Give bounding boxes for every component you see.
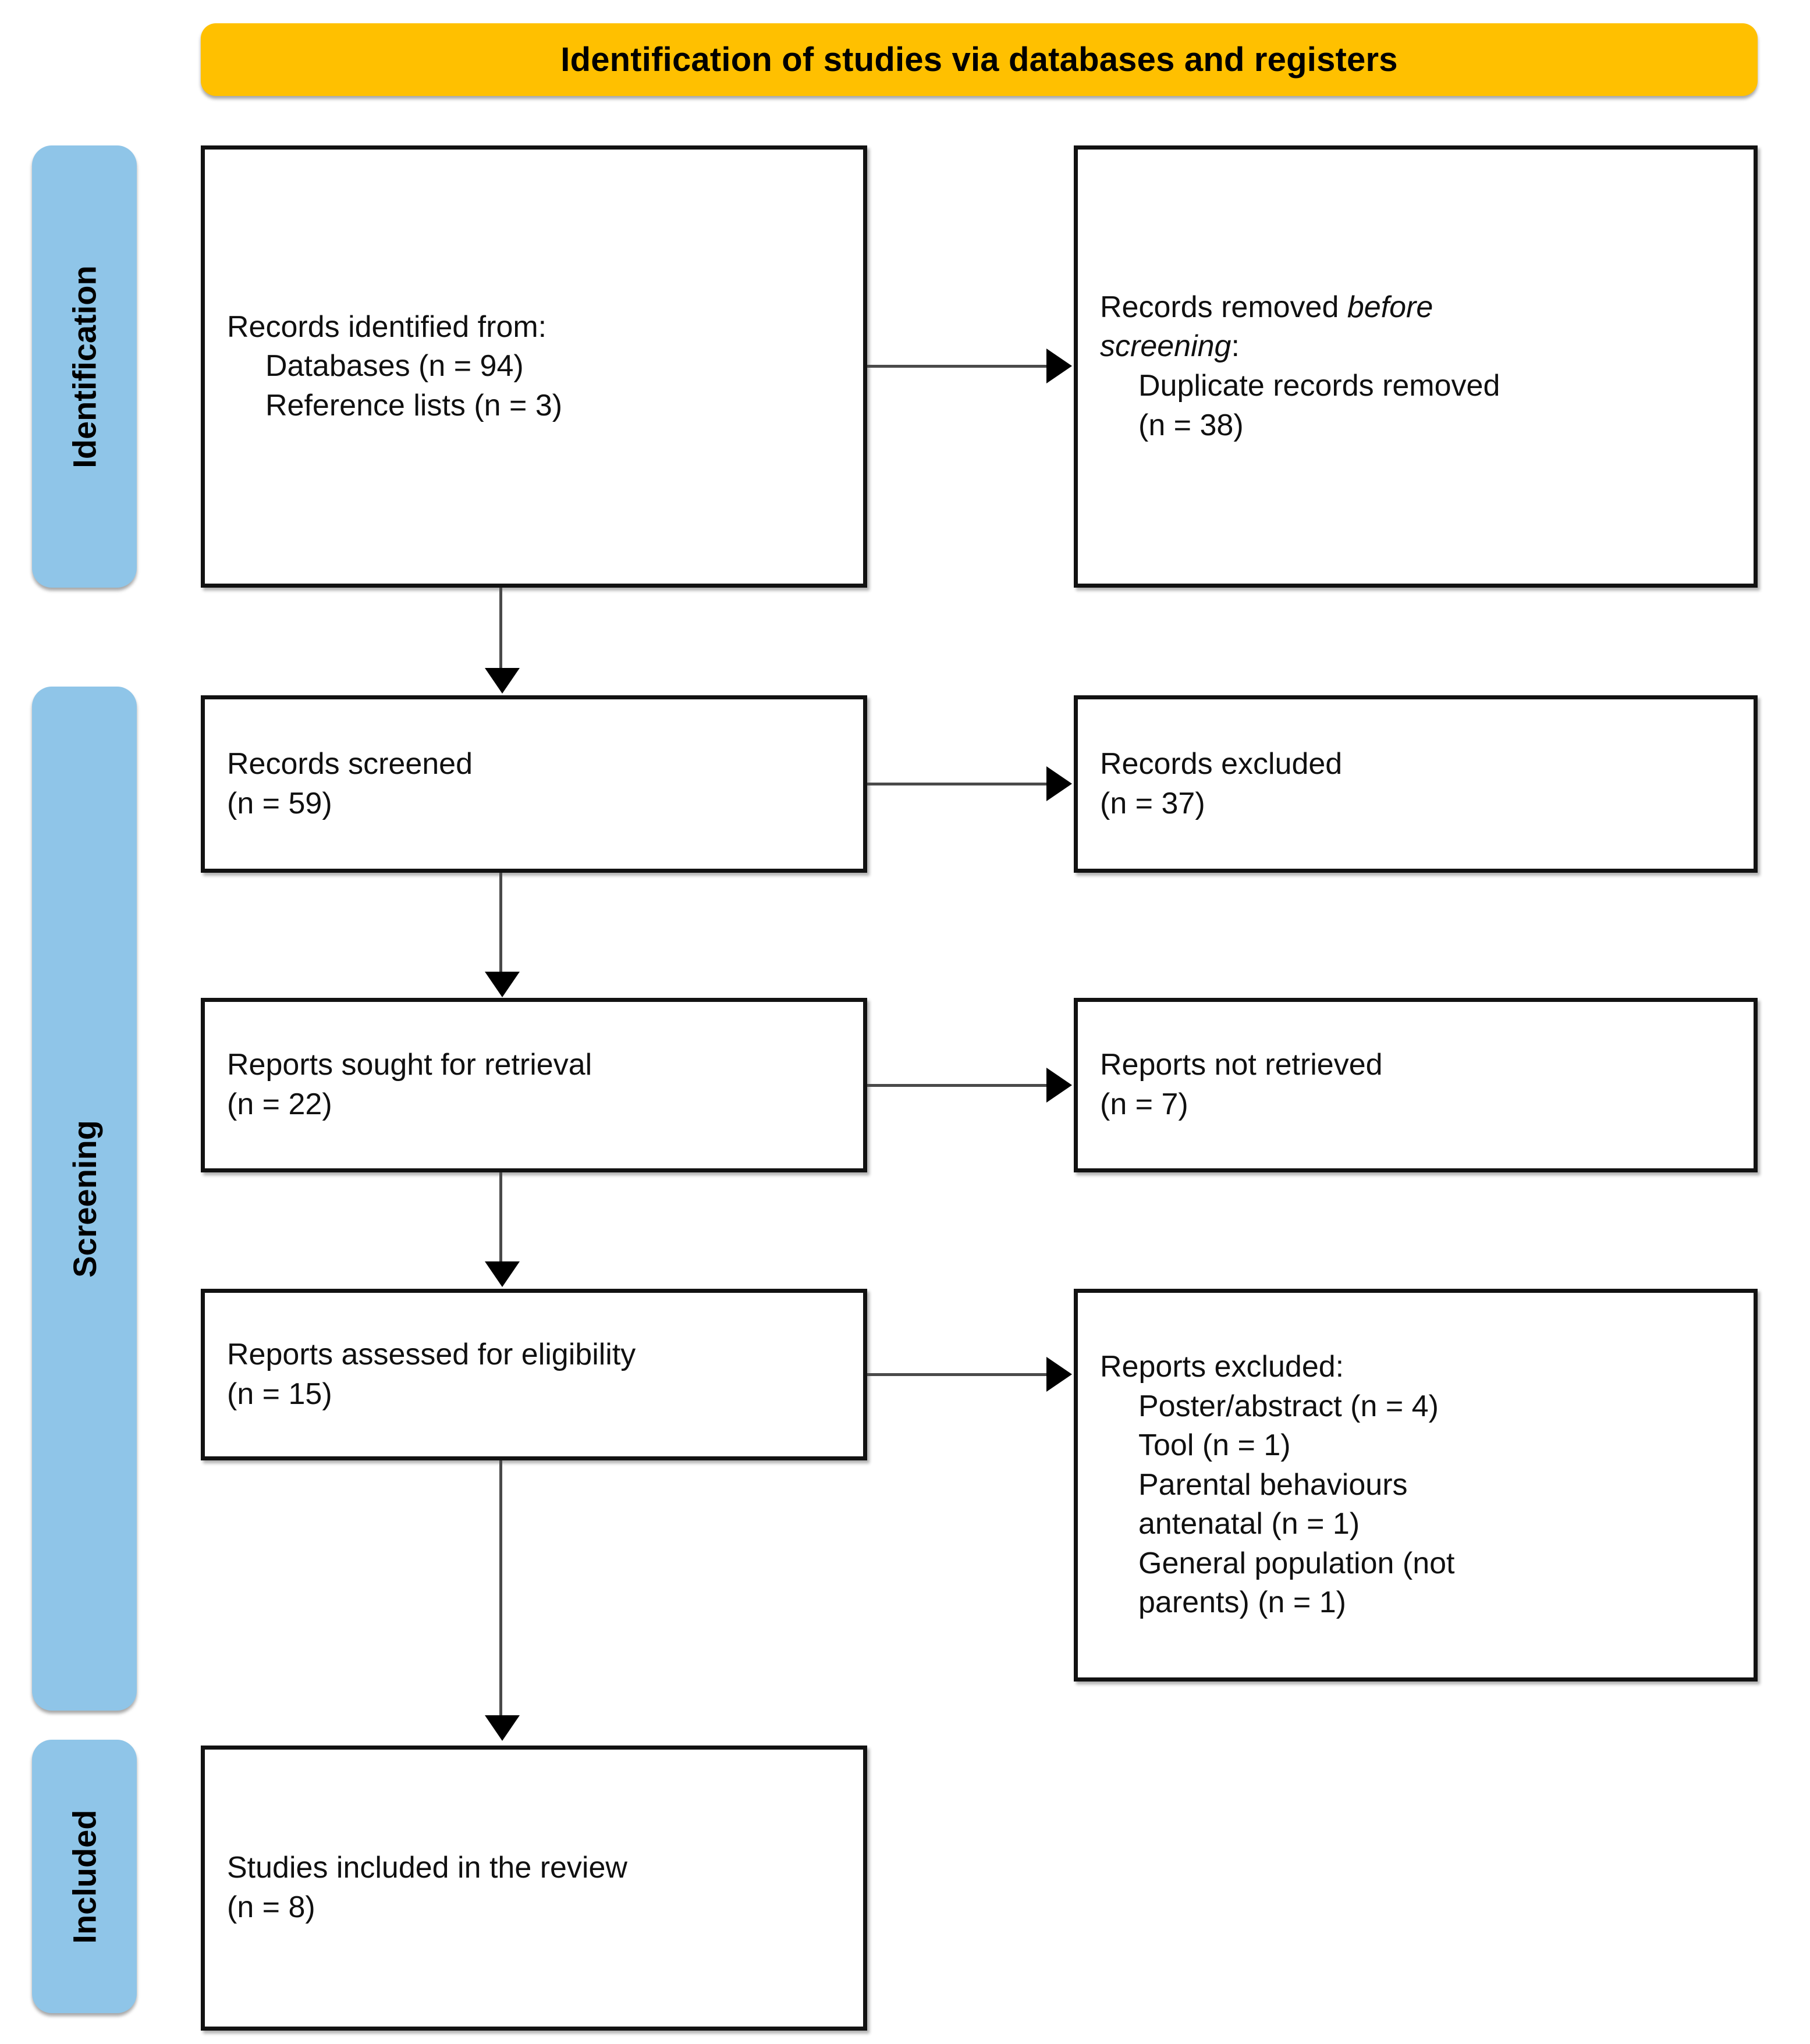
reports-not-retrieved-line-2: (n = 7) — [1100, 1087, 1188, 1121]
records-removed-italic-before: before — [1347, 290, 1433, 324]
records-removed-line-1: Records removed before — [1100, 288, 1731, 328]
reports-eligibility-line-2: (n = 15) — [227, 1377, 332, 1411]
diagram-header-banner: Identification of studies via databases … — [201, 23, 1758, 96]
box-reports-assessed-for-eligibility: Reports assessed for eligibility (n = 15… — [201, 1289, 867, 1460]
box-records-identified: Records identified from: Databases (n = … — [201, 145, 867, 588]
records-removed-colon: : — [1231, 329, 1240, 364]
phase-label-screening-text: Screening — [66, 1119, 103, 1278]
studies-included-line-1: Studies included in the review — [227, 1851, 627, 1885]
reports-sought-line-1: Reports sought for retrieval — [227, 1048, 592, 1082]
reports-excluded-reason-3: Parental behaviours antenatal (n = 1) — [1138, 1467, 1408, 1541]
records-removed-line-2: screening: — [1100, 327, 1731, 367]
records-removed-line-3: Duplicate records removed — [1138, 369, 1500, 403]
reports-not-retrieved-line-1: Reports not retrieved — [1100, 1048, 1383, 1082]
phase-label-included: Included — [32, 1740, 137, 2013]
phase-label-identification-text: Identification — [66, 265, 103, 468]
records-identified-line-3: Reference lists (n = 3) — [265, 388, 563, 422]
phase-label-screening: Screening — [32, 687, 137, 1711]
records-removed-prefix: Records removed — [1100, 290, 1347, 324]
box-reports-excluded: Reports excluded: Poster/abstract (n = 4… — [1074, 1289, 1758, 1682]
phase-label-included-text: Included — [66, 1809, 103, 1944]
records-identified-line-2: Databases (n = 94) — [265, 349, 524, 383]
box-records-excluded: Records excluded (n = 37) — [1074, 695, 1758, 873]
reports-excluded-reason-2: Tool (n = 1) — [1138, 1428, 1291, 1463]
box-studies-included: Studies included in the review (n = 8) — [201, 1746, 867, 2031]
reports-excluded-reason-1: Poster/abstract (n = 4) — [1138, 1389, 1439, 1423]
records-removed-italic-screening: screening — [1100, 329, 1231, 364]
records-screened-line-2: (n = 59) — [227, 786, 332, 820]
records-identified-line-1: Records identified from: — [227, 310, 547, 344]
box-records-removed-before-screening: Records removed before screening: Duplic… — [1074, 145, 1758, 588]
box-records-screened: Records screened (n = 59) — [201, 695, 867, 873]
phase-label-identification: Identification — [32, 145, 137, 588]
reports-excluded-heading: Reports excluded: — [1100, 1349, 1344, 1384]
studies-included-line-2: (n = 8) — [227, 1890, 315, 1924]
reports-sought-line-2: (n = 22) — [227, 1087, 332, 1121]
diagram-title: Identification of studies via databases … — [560, 41, 1398, 79]
records-excluded-line-2: (n = 37) — [1100, 786, 1205, 820]
records-removed-line-4: (n = 38) — [1138, 408, 1244, 442]
reports-excluded-reason-4: General population (not parents) (n = 1) — [1138, 1546, 1455, 1620]
records-excluded-line-1: Records excluded — [1100, 746, 1343, 781]
box-reports-not-retrieved: Reports not retrieved (n = 7) — [1074, 998, 1758, 1172]
records-screened-line-1: Records screened — [227, 746, 473, 781]
reports-eligibility-line-1: Reports assessed for eligibility — [227, 1337, 636, 1371]
box-reports-sought-for-retrieval: Reports sought for retrieval (n = 22) — [201, 998, 867, 1172]
